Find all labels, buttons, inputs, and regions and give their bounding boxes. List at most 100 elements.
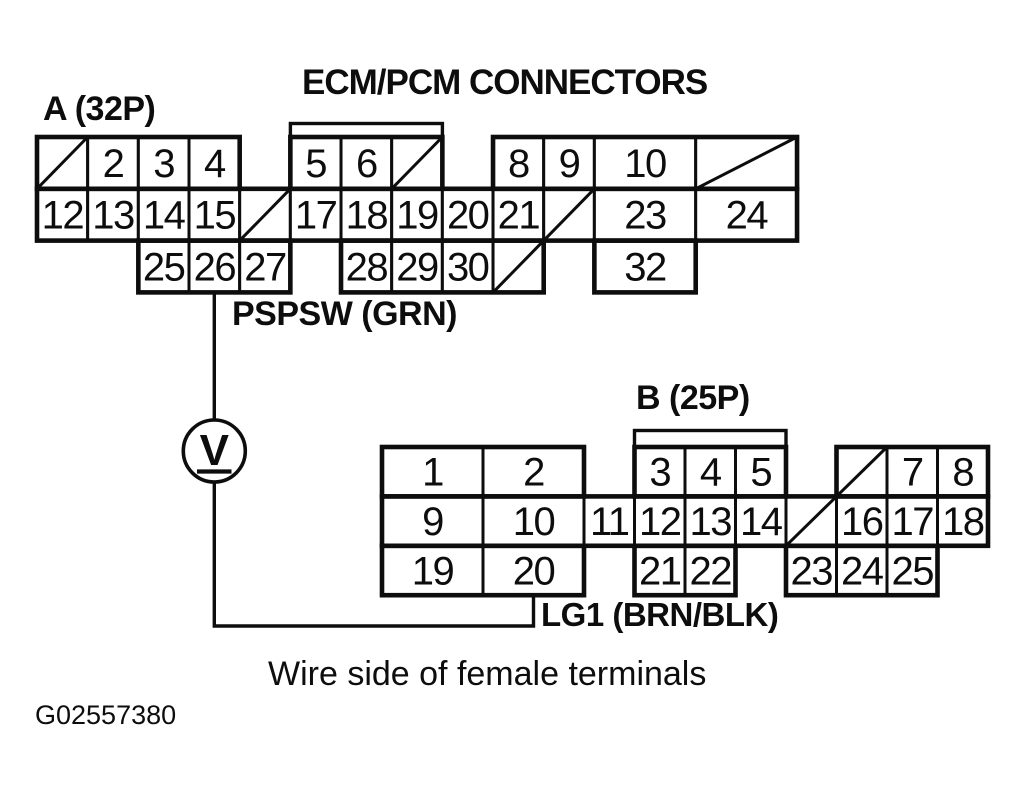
pin-number: 13 (690, 500, 732, 544)
empty-pin-cell-a (694, 135, 799, 191)
pin-number: 13 (92, 194, 134, 238)
pin-cell-b-17: 17 (885, 494, 939, 548)
pin-number: 27 (244, 246, 286, 290)
pin-number: 14 (143, 194, 186, 238)
pin-cell-a-25: 25 (136, 239, 191, 294)
pin-cell-b-16: 16 (835, 494, 889, 548)
pin-number: 24 (841, 550, 884, 594)
pin-cell-a-27: 27 (238, 239, 292, 294)
empty-pin-cell-a (35, 135, 90, 191)
pin-cell-a-23: 23 (592, 187, 698, 243)
pin-number: 4 (700, 451, 722, 495)
voltmeter-symbol: V (181, 418, 248, 484)
pin-number: 15 (194, 194, 236, 238)
pin-number: 22 (690, 550, 732, 594)
pin-number: 2 (523, 451, 544, 495)
pin-cell-b-2: 2 (481, 445, 586, 498)
pin-cell-b-7: 7 (885, 445, 939, 498)
pin-cell-a-26: 26 (187, 239, 242, 294)
pin-number: 32 (624, 246, 666, 290)
wire-side-note: Wire side of female terminals (268, 655, 707, 693)
pin-cell-a-30: 30 (440, 239, 495, 294)
pin-cell-a-15: 15 (187, 187, 242, 243)
pin-number: 26 (194, 246, 236, 290)
pin-cell-a-14: 14 (136, 187, 191, 243)
pin-cell-a-19: 19 (390, 187, 444, 243)
pin-cell-b-22: 22 (683, 544, 737, 597)
pin-number: 19 (396, 194, 438, 238)
pin-cell-a-3: 3 (136, 135, 191, 191)
pin-number: 18 (942, 500, 984, 544)
empty-diagonal (238, 187, 292, 242)
pin-cell-b-21: 21 (633, 544, 687, 597)
pin-number: 18 (346, 194, 388, 238)
pin-cell-b-25: 25 (885, 544, 939, 597)
connector-block-outline (338, 238, 546, 295)
pin-cell-b-8: 8 (936, 445, 990, 498)
pin-number: 14 (740, 500, 783, 544)
pin-cell-b-4: 4 (683, 445, 737, 498)
empty-diagonal (835, 445, 889, 498)
pin-cell-a-21: 21 (491, 187, 546, 243)
pin-number: 16 (841, 500, 883, 544)
pin-cell-a-4: 4 (187, 135, 242, 191)
connector-a-label: A (32P) (43, 90, 156, 128)
empty-diagonal (491, 239, 545, 294)
pin-number: 20 (513, 550, 555, 594)
pin-number: 10 (624, 142, 666, 186)
pin-number: 8 (508, 142, 529, 186)
pin-cell-a-20: 20 (440, 187, 495, 243)
pin-cell-b-9: 9 (380, 494, 485, 548)
pin-number: 12 (639, 500, 681, 544)
pin-number: 3 (649, 451, 670, 495)
pin-cell-a-10: 10 (592, 135, 698, 191)
connector-block-outline (783, 543, 940, 598)
pin-cell-b-5: 5 (734, 445, 788, 498)
pin-number: 30 (447, 246, 489, 290)
pin-number: 25 (892, 550, 934, 594)
pin-cell-a-2: 2 (86, 135, 140, 191)
lg1-wire-label: LG1 (BRN/BLK) (541, 596, 779, 633)
pin-cell-b-12: 12 (633, 494, 687, 548)
voltmeter-letter: V (200, 426, 230, 475)
pin-number: 11 (590, 500, 629, 544)
pin-number: 17 (295, 194, 337, 238)
pin-cell-a-24: 24 (694, 187, 799, 243)
pin-cell-a-12: 12 (35, 187, 90, 243)
pin-cell-a-28: 28 (339, 239, 394, 294)
lg1-wire (212, 482, 536, 628)
voltmeter-circle (181, 418, 248, 484)
pin-number: 5 (750, 451, 771, 495)
pin-number: 9 (559, 142, 580, 186)
pin-number: 25 (143, 246, 185, 290)
pin-cell-b-19: 19 (380, 544, 485, 597)
pin-cell-b-3: 3 (633, 445, 687, 498)
pin-cell-b-24: 24 (835, 544, 889, 597)
empty-pin-cell-b (835, 445, 889, 498)
pin-cell-b-18: 18 (936, 494, 990, 548)
pin-number: 1 (422, 451, 443, 495)
pin-number: 7 (902, 451, 923, 495)
pin-cell-a-32: 32 (592, 239, 698, 294)
pin-cell-b-11: 11 (582, 494, 636, 548)
empty-diagonal (542, 187, 596, 242)
figure-id: G02557380 (35, 700, 177, 730)
pin-number: 21 (639, 550, 681, 594)
pin-number: 4 (204, 142, 226, 186)
empty-diagonal (784, 495, 838, 547)
pin-cell-b-1: 1 (380, 445, 485, 498)
pin-number: 20 (447, 194, 489, 238)
pin-cell-a-9: 9 (542, 135, 596, 191)
pin-number: 17 (892, 500, 934, 544)
pin-number: 19 (412, 550, 454, 594)
pin-cell-b-13: 13 (683, 494, 737, 548)
pin-number: 23 (624, 194, 666, 238)
empty-diagonal (390, 135, 444, 190)
pin-cell-b-14: 14 (734, 494, 788, 548)
pin-number: 12 (42, 194, 84, 238)
empty-pin-cell-b (784, 494, 838, 548)
pin-number: 24 (726, 194, 769, 238)
